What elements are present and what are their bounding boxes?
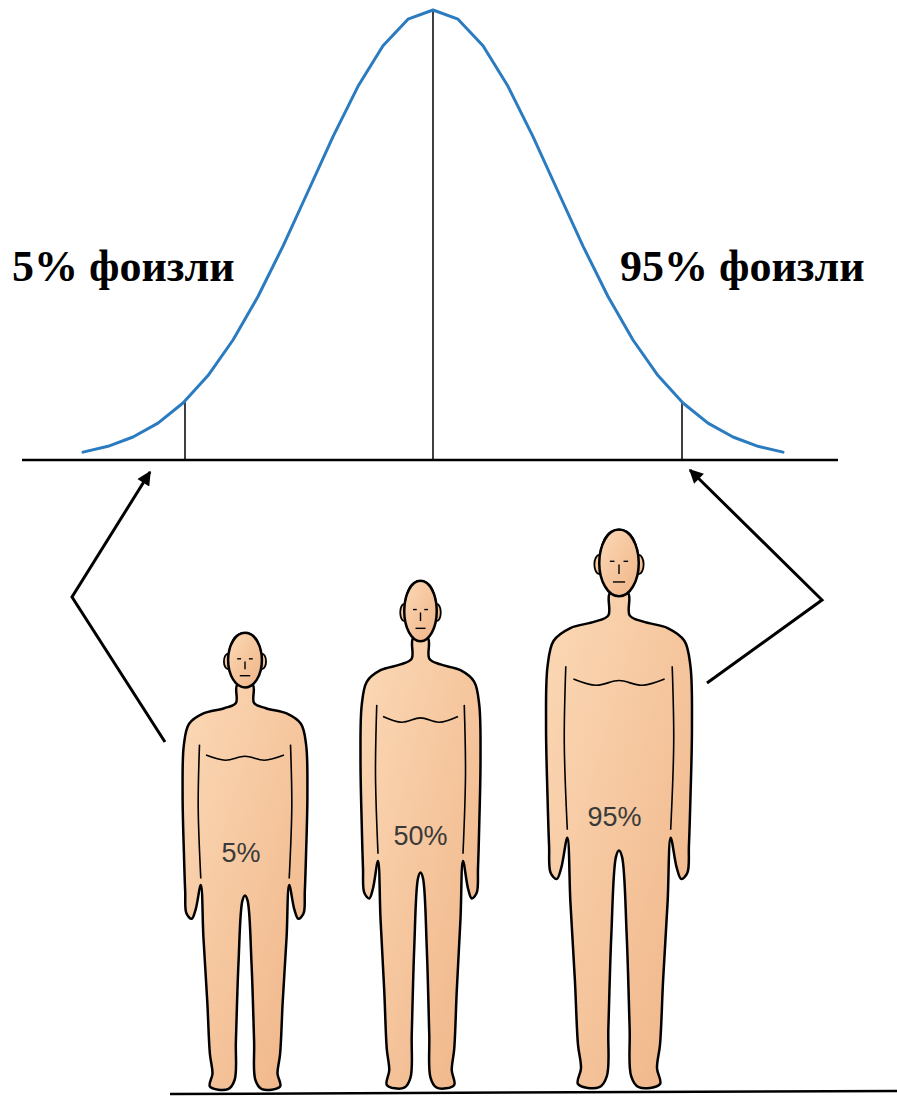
figure-face	[610, 561, 615, 562]
figure-face	[420, 612, 421, 621]
figure-detail	[671, 666, 674, 830]
figure-face	[618, 564, 619, 574]
figure-head	[228, 633, 262, 688]
figure-hair	[229, 633, 260, 651]
bell-curve	[83, 10, 783, 452]
human-figure: 95%	[543, 520, 695, 1092]
pointer-arrow	[690, 470, 822, 683]
percentile-label: 5%	[222, 839, 261, 869]
figure-head	[404, 581, 437, 642]
figure-detail	[206, 755, 284, 760]
figure-face	[613, 581, 625, 582]
figure-face	[237, 658, 241, 659]
figure-face	[244, 661, 245, 669]
figure-detail	[383, 716, 458, 722]
figure-face	[249, 658, 253, 659]
figure-detail	[564, 666, 567, 830]
figure-detail	[375, 705, 378, 854]
figure-detail	[573, 679, 664, 685]
ground-line	[170, 1091, 897, 1094]
figure-body	[183, 683, 308, 1090]
figure-head	[599, 530, 639, 597]
figure-detail	[198, 745, 201, 879]
figure-body	[360, 636, 480, 1088]
figure-face	[413, 609, 417, 610]
human-figure: 50%	[358, 572, 483, 1092]
figure-face	[624, 561, 629, 562]
percentile-line	[681, 402, 683, 460]
percentile-label: 50%	[393, 822, 447, 852]
percentile-caption: 5% фоизли	[12, 243, 235, 291]
axis-line	[22, 459, 838, 462]
pointer-arrow	[72, 472, 165, 742]
figure-hair	[601, 530, 637, 552]
mean-line	[432, 10, 434, 460]
figure-hair	[406, 581, 436, 601]
figure-face	[240, 675, 250, 676]
human-figure: 5%	[180, 625, 310, 1093]
percentile-caption: 95% фоизли	[620, 243, 865, 291]
percentile-line	[184, 401, 186, 460]
figure-face	[424, 609, 428, 610]
percentile-label: 95%	[587, 803, 641, 833]
figure-detail	[289, 745, 292, 879]
figure-body	[546, 591, 692, 1089]
figure-face	[416, 628, 426, 629]
figure-detail	[463, 705, 466, 854]
